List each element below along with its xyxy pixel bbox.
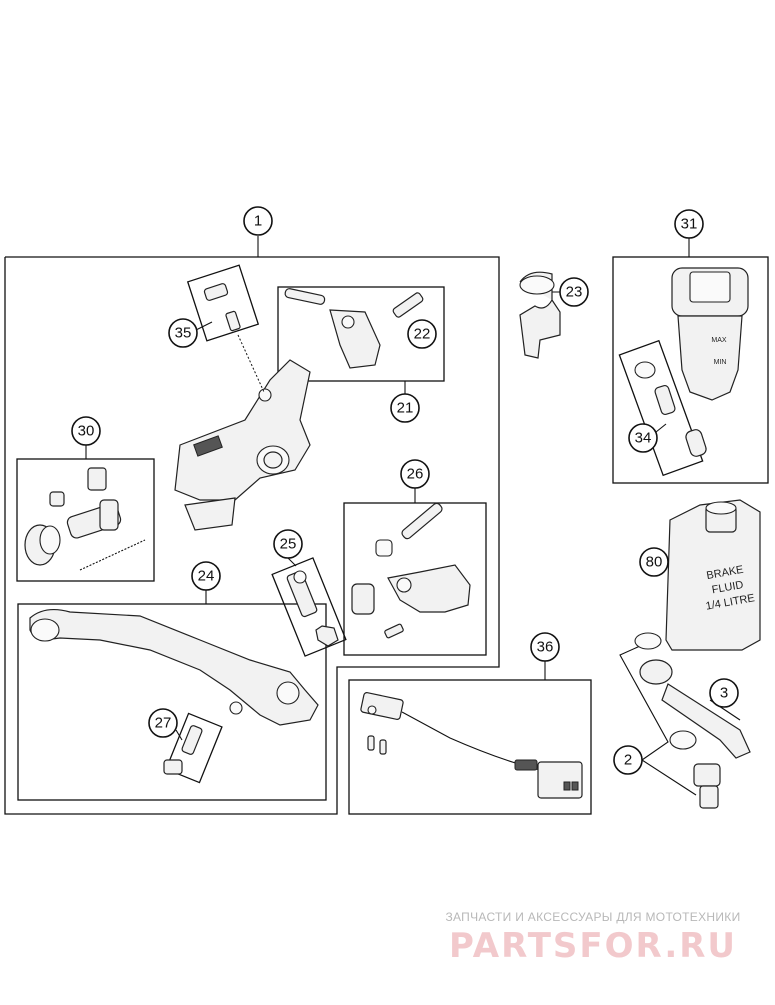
master-cylinder-body [174,334,311,531]
site-watermark: ЗАПЧАСТИ И АКСЕССУАРЫ ДЛЯ МОТОТЕХНИКИ PA… [433,910,753,966]
group-21-box [277,286,445,382]
bleed-screw [203,283,241,332]
watermark-logo: PARTSFOR.RU [448,926,738,966]
callout-21[interactable]: 21 [390,393,420,423]
callout-24[interactable]: 24 [191,561,221,591]
svg-text:30: 30 [78,423,95,440]
reservoir-hose-parts [634,361,707,457]
callout-30[interactable]: 30 [71,416,101,446]
leader-34 [655,423,667,433]
callout-27[interactable]: 27 [148,708,178,738]
svg-text:25: 25 [280,536,297,553]
svg-text:23: 23 [566,284,583,301]
group-24-box [17,603,327,801]
clutch-lever [29,608,319,726]
clamp-parts [284,288,424,369]
callout-3[interactable]: 3 [709,678,739,708]
leader-35 [195,321,213,331]
svg-text:31: 31 [681,216,698,233]
fluid-reservoir: MAX MIN [671,267,749,401]
clutch-switch [360,692,583,799]
reservoir-max-label: MAX [711,337,727,344]
group-34-box [618,339,704,477]
group-31-box [612,256,769,484]
callout-23[interactable]: 23 [559,277,589,307]
svg-text:22: 22 [414,326,431,343]
leader-2 [619,645,669,761]
callout-80[interactable]: 80 [639,547,669,577]
callout-31[interactable]: 31 [674,209,704,239]
group-36-box [348,679,592,815]
callout-35[interactable]: 35 [168,318,198,348]
svg-text:24: 24 [198,568,215,585]
lever-pin [163,725,203,775]
svg-text:36: 36 [537,639,554,656]
svg-text:3: 3 [720,685,728,702]
leader-25 [287,557,297,567]
brake-fluid-bottle: BRAKE FLUID 1/4 LITRE [665,499,761,651]
svg-text:21: 21 [397,400,414,417]
reservoir-min-label: MIN [714,359,727,366]
piston-kit [24,467,146,571]
svg-text:34: 34 [635,430,652,447]
group-35-box [186,264,260,342]
svg-text:26: 26 [407,466,424,483]
pivot-bolt [286,570,339,647]
svg-text:27: 27 [155,715,172,732]
group-27-box [165,712,223,784]
svg-text:1: 1 [254,213,262,230]
callout-25[interactable]: 25 [273,529,303,559]
svg-text:80: 80 [646,554,663,571]
watermark-tagline: ЗАПЧАСТИ И АКСЕССУАРЫ ДЛЯ МОТОТЕХНИКИ [445,910,741,924]
leader-27 [175,729,183,741]
group-25-box [271,557,347,657]
callout-26[interactable]: 26 [400,459,430,489]
svg-text:35: 35 [175,325,192,342]
banjo-bolt-and-hose [634,632,751,809]
callout-36[interactable]: 36 [530,632,560,662]
leader-2b [641,759,697,796]
callout-22[interactable]: 22 [407,319,437,349]
svg-text:2: 2 [624,752,632,769]
callout-34[interactable]: 34 [628,423,658,453]
group-1-box [4,256,500,815]
callout-2[interactable]: 2 [613,745,643,775]
handlebar-clamp [519,271,561,359]
bottle-label-line2: FLUID [711,579,744,596]
callout-1[interactable]: 1 [243,206,273,236]
lever-adjuster-parts [351,502,471,639]
